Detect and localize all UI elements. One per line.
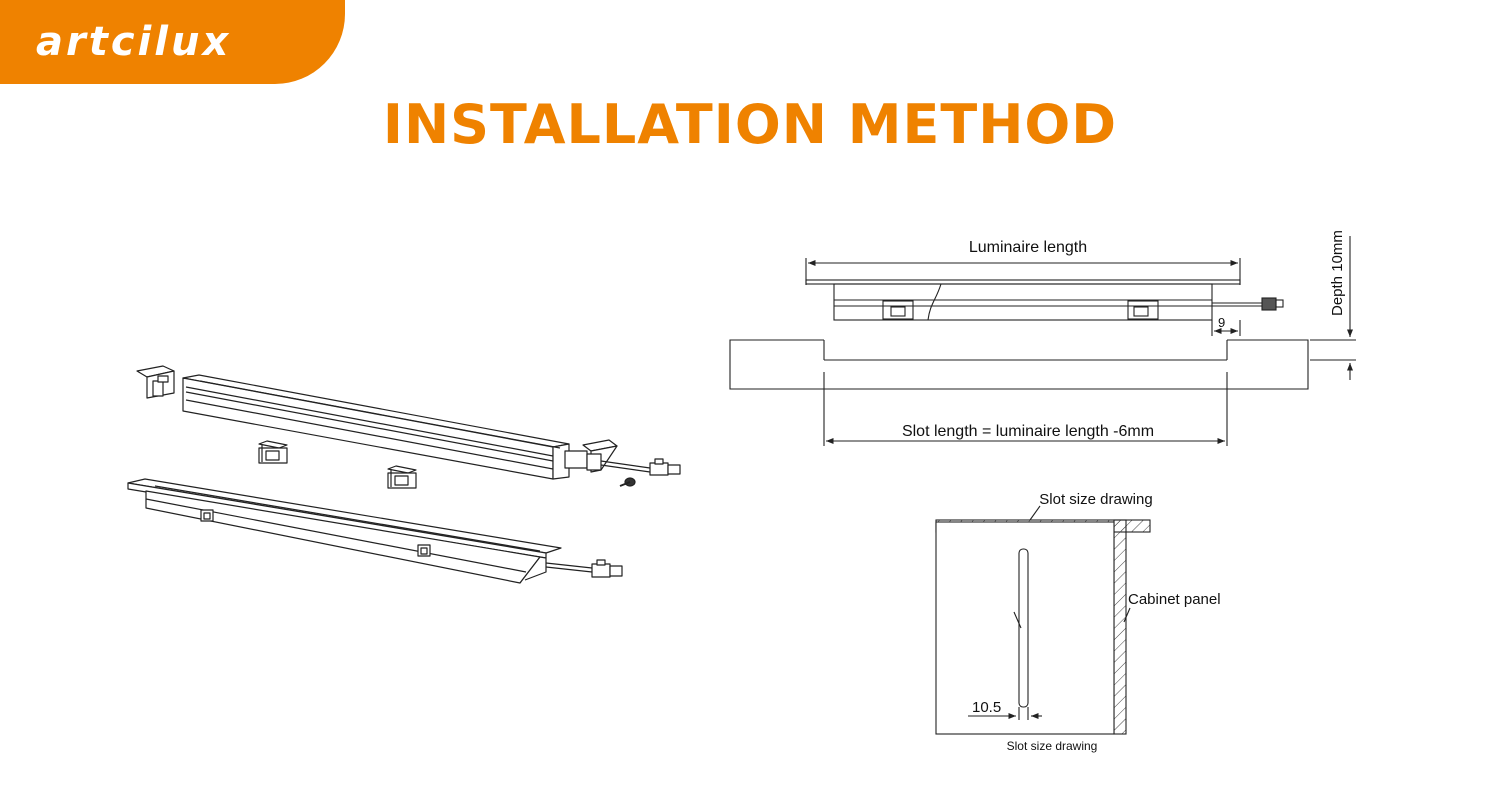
exploded-view-illustration	[127, 365, 681, 584]
profile-channel	[182, 374, 570, 480]
slot-drawing-top-label: Slot size drawing	[1039, 491, 1152, 508]
page-title: INSTALLATION METHOD	[382, 93, 1118, 156]
brand-logo: artcilux	[36, 19, 232, 65]
mounting-clip	[258, 440, 288, 464]
mounting-clip	[387, 465, 417, 489]
slot-length-label: Slot length = luminaire length -6mm	[902, 423, 1154, 440]
screw	[619, 477, 636, 487]
end-cap-right	[564, 439, 681, 476]
brand-logo-tab: artcilux	[0, 0, 345, 84]
slot-size-drawing	[935, 505, 1151, 735]
end-offset-label: 9	[1218, 315, 1225, 330]
assembled-luminaire	[127, 478, 623, 584]
luminaire-length-label: Luminaire length	[969, 239, 1087, 256]
depth-label: Depth 10mm	[1329, 230, 1346, 316]
luminaire-section-diagram	[729, 236, 1356, 446]
end-cap-left	[136, 365, 175, 399]
slot-drawing-caption: Slot size drawing	[1007, 739, 1098, 753]
cabinet-panel-label: Cabinet panel	[1128, 591, 1221, 608]
slot-width-label: 10.5	[972, 699, 1001, 716]
